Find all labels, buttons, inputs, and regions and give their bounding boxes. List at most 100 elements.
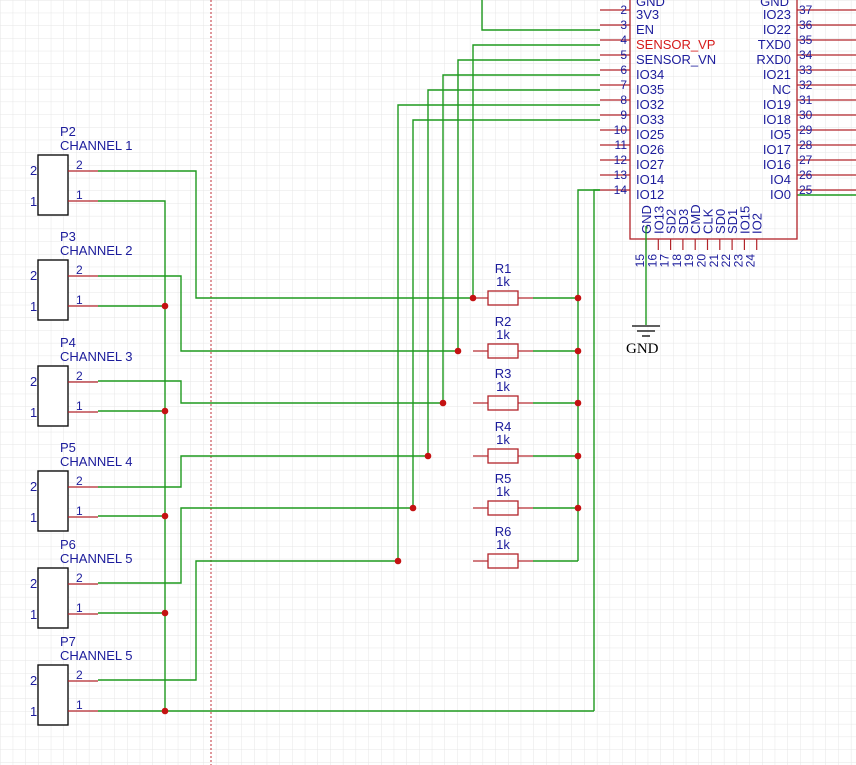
wire xyxy=(427,89,600,456)
mcu-pin-name: IO18 xyxy=(763,112,791,127)
mcu-pin-number: 23 xyxy=(731,254,745,268)
junction-dot xyxy=(409,504,417,512)
mcu-pin-name: IO12 xyxy=(636,187,664,202)
connector-pin1-label: 1 xyxy=(30,704,37,719)
connector-pin1-number: 1 xyxy=(76,601,83,615)
mcu-pin-name: SD3 xyxy=(676,209,691,234)
mcu-pin-name: IO15 xyxy=(737,206,752,234)
wire xyxy=(412,119,600,508)
mcu-pin-number: 26 xyxy=(799,168,813,182)
connector-ref: P2 xyxy=(60,124,76,139)
mcu-top-right-partial: GND xyxy=(760,0,789,9)
gnd-label: GND xyxy=(626,341,659,357)
mcu-pin-number: 18 xyxy=(670,254,684,268)
mcu-pin-number: 25 xyxy=(799,183,813,197)
wire xyxy=(397,104,600,561)
resistor-ref: R3 xyxy=(495,366,512,381)
mcu-pin-name: IO25 xyxy=(636,127,664,142)
connector-pin2-label: 2 xyxy=(30,479,37,494)
mcu-pin-name: IO22 xyxy=(763,22,791,37)
wire xyxy=(577,189,600,561)
wire xyxy=(457,59,600,351)
connector-body xyxy=(37,664,69,726)
mcu-pin-number: 12 xyxy=(614,153,628,167)
resistor-ref: R1 xyxy=(495,261,512,276)
junction-dot xyxy=(161,609,169,617)
resistor-value: 1k xyxy=(496,274,510,289)
mcu-pin-name: SENSOR_VN xyxy=(636,52,716,67)
mcu-pin-number: 10 xyxy=(614,123,628,137)
junction-dot xyxy=(454,347,462,355)
connector-pin1-number: 1 xyxy=(76,504,83,518)
mcu-pin-name: IO23 xyxy=(763,7,791,22)
wire xyxy=(98,200,166,711)
mcu-pin-name: NC xyxy=(772,82,791,97)
mcu-pin-number: 24 xyxy=(744,254,758,268)
connector-pin2-label: 2 xyxy=(30,673,37,688)
ground-symbol[interactable]: GND xyxy=(626,226,660,357)
resistor-ref: R6 xyxy=(495,524,512,539)
connector-pin2-label: 2 xyxy=(30,163,37,178)
mcu-pin-number: 34 xyxy=(799,48,813,62)
mcu-bottom-pins: GND15IO1316SD217SD318CMD19CLK20SD021SD12… xyxy=(633,204,765,267)
wire xyxy=(98,455,428,488)
connector-pin1-label: 1 xyxy=(30,607,37,622)
resistor-ref: R2 xyxy=(495,314,512,329)
mcu-pin-number: 13 xyxy=(614,168,628,182)
connector-pin2-number: 2 xyxy=(76,369,83,383)
mcu-right-pins: 37IO2336IO2235TXD034RXD033IO2132NC31IO19… xyxy=(756,3,856,202)
wire xyxy=(98,507,413,584)
mcu-body xyxy=(629,0,798,240)
connector-pin1-label: 1 xyxy=(30,299,37,314)
junction-dot xyxy=(574,294,582,302)
mcu-pin-name: SD2 xyxy=(664,209,679,234)
junction-dot xyxy=(574,504,582,512)
mcu-pin-number: 15 xyxy=(633,254,647,268)
mcu-pin-name: SD1 xyxy=(725,209,740,234)
mcu-pin-name: IO13 xyxy=(651,206,666,234)
connector-pin1-number: 1 xyxy=(76,293,83,307)
mcu-pin-name: GND xyxy=(639,205,654,234)
resistor-value: 1k xyxy=(496,327,510,342)
mcu-pin-name: IO21 xyxy=(763,67,791,82)
junction-dot xyxy=(574,452,582,460)
mcu-pin-number: 31 xyxy=(799,93,813,107)
mcu-pin-number: 17 xyxy=(658,254,672,268)
connector-pin1-label: 1 xyxy=(30,510,37,525)
mcu-pin-number: 33 xyxy=(799,63,813,77)
connector-pin2-number: 2 xyxy=(76,474,83,488)
mcu-pin-name: 3V3 xyxy=(636,7,659,22)
wire xyxy=(98,380,443,404)
mcu-pin-name: SENSOR_VP xyxy=(636,37,715,52)
mcu-pin-number: 22 xyxy=(719,254,733,268)
connector-ref: P5 xyxy=(60,440,76,455)
mcu-pin-number: 6 xyxy=(620,63,627,77)
connector-body xyxy=(37,567,69,629)
mcu-pin-name: IO19 xyxy=(763,97,791,112)
connector-ref: P3 xyxy=(60,229,76,244)
mcu-pin-number: 14 xyxy=(614,183,628,197)
connector-body xyxy=(37,259,69,321)
connector-pin1-number: 1 xyxy=(76,399,83,413)
mcu-pin-number: 28 xyxy=(799,138,813,152)
mcu-top-left-partial: GND xyxy=(636,0,665,9)
connector-pin2-label: 2 xyxy=(30,576,37,591)
connector-pin2-label: 2 xyxy=(30,374,37,389)
mcu-pin-number: 30 xyxy=(799,108,813,122)
mcu-pin-number: 19 xyxy=(682,254,696,268)
mcu-pin-name: IO0 xyxy=(770,187,791,202)
